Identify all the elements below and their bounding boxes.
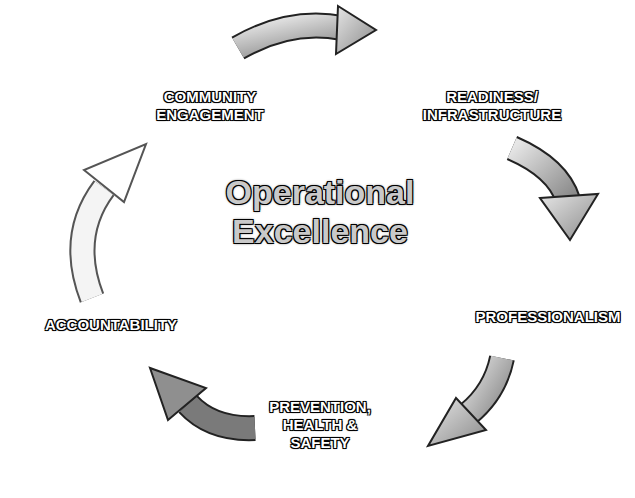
cycle-arrow <box>238 6 376 54</box>
cycle-label: COMMUNITY ENGAGEMENT <box>140 88 280 124</box>
cycle-arrow <box>512 148 598 240</box>
center-title: Operational Excellence <box>170 173 470 251</box>
cycle-label: PROFESSIONALISM <box>468 308 628 326</box>
cycle-arrow <box>82 144 146 298</box>
cycle-label: READINESS/ INFRASTRUCTURE <box>412 88 572 124</box>
cycle-label: PREVENTION, HEALTH & SAFETY <box>262 398 378 452</box>
cycle-arrow <box>428 358 502 446</box>
excellence-ellipse: Operational Excellence <box>40 12 600 452</box>
cycle-arrow <box>150 368 255 428</box>
cycle-label: ACCOUNTABILITY <box>36 316 186 334</box>
